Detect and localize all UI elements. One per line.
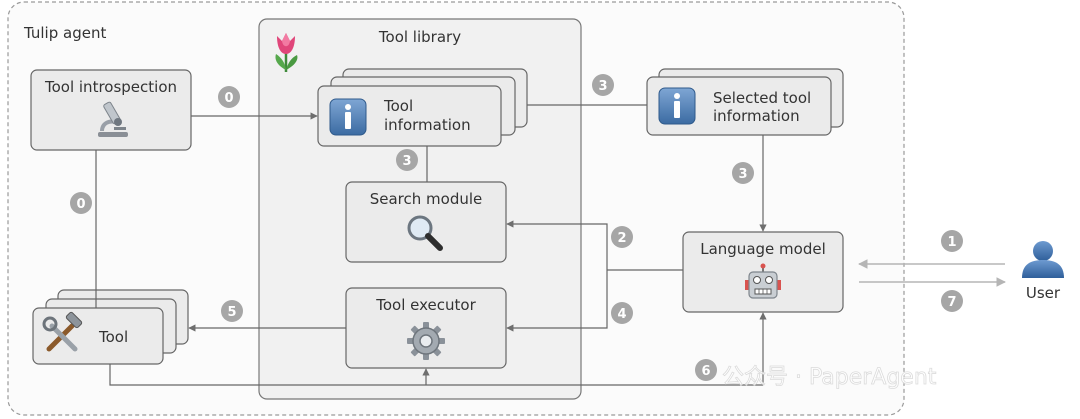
badge: 4 [611,302,633,324]
search-module-label: Search module [370,190,483,208]
badge: 0 [218,86,240,108]
tulip-icon [275,33,298,72]
user-icon [1022,241,1064,278]
magnifier-icon [407,215,443,251]
robot-icon [745,263,781,299]
tool-introspection-label: Tool introspection [44,78,177,96]
svg-text:6: 6 [701,364,710,379]
svg-text:1: 1 [947,235,956,250]
badge: 3 [396,149,418,171]
library-title: Tool library [378,28,461,46]
tool-stack: Tool [32,289,189,365]
selected-tool-label-1: Selected tool [713,89,811,107]
tool-label: Tool [98,328,128,346]
tools-icon [42,311,83,352]
badge: 1 [941,230,963,252]
arrow-lm-to-executor [506,270,608,332]
badge: 5 [221,300,243,322]
badge: 7 [941,290,963,312]
tool-information-label-1: Tool [383,97,413,115]
line-tool-to-bottom [109,364,763,386]
gear-icon [407,322,445,360]
arrow-lm-to-search [506,220,608,270]
svg-text:3: 3 [402,154,411,169]
badge: 0 [70,192,92,214]
selected-tool-information-stack: Selected tool information [646,68,844,136]
language-model-box: Language model [682,231,844,313]
tool-executor-label: Tool executor [375,296,476,314]
tool-introspection-box: Tool introspection [30,69,192,151]
svg-text:4: 4 [617,307,626,322]
svg-text:0: 0 [224,91,233,106]
tool-information-stack: Tool information [317,68,528,147]
info-icon [658,87,696,125]
svg-text:2: 2 [617,231,626,246]
badge: 3 [592,74,614,96]
watermark: 公众号 · PaperAgent [722,365,937,390]
badge: 6 [695,359,717,381]
search-module-box: Search module [345,181,507,263]
microscope-icon [98,101,128,137]
connectors [95,104,767,386]
language-model-label: Language model [700,240,826,258]
svg-text:3: 3 [598,79,607,94]
user-label: User [1026,284,1061,302]
svg-text:5: 5 [227,305,236,320]
tool-executor-box: Tool executor [345,287,507,369]
selected-tool-label-2: information [713,107,800,125]
svg-text:7: 7 [947,295,956,310]
tool-information-label-2: information [384,116,471,134]
svg-text:0: 0 [76,197,85,212]
info-icon [329,98,367,136]
badge: 3 [732,162,754,184]
agent-label: Tulip agent [23,24,106,42]
svg-text:3: 3 [738,167,747,182]
badge: 2 [611,226,633,248]
user-connectors [858,259,1006,287]
